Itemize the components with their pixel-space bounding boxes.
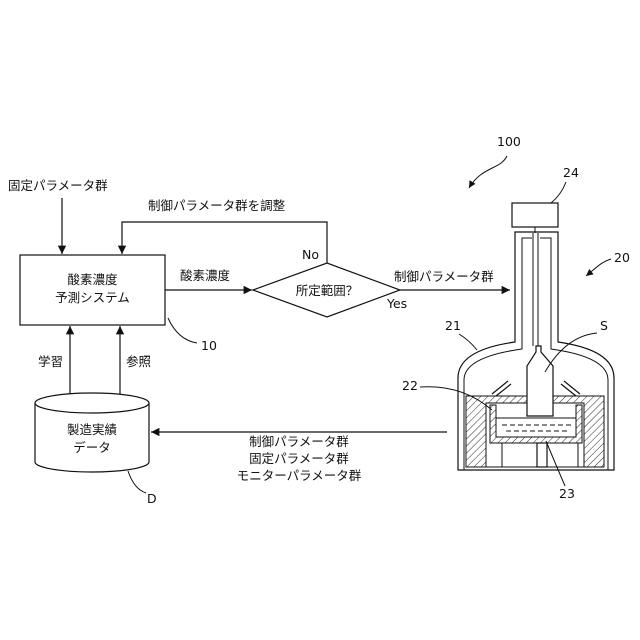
learn-label: 学習	[38, 354, 63, 369]
ref-24-leader	[551, 182, 566, 203]
no-label: No	[302, 247, 319, 262]
top-cap-box	[512, 203, 558, 227]
control-output-label: 制御パラメータ群	[394, 269, 494, 284]
ref-23-leader	[546, 441, 565, 486]
database-line2: データ	[73, 440, 111, 455]
ref-21-leader	[459, 334, 477, 350]
ref-21-label: 21	[445, 318, 461, 333]
ref-10-label: 10	[201, 338, 217, 353]
yes-label: Yes	[386, 296, 407, 311]
heat-shield-right-inner	[561, 384, 576, 396]
heat-shield-left-inner	[496, 384, 511, 396]
feedback-label-1: 制御パラメータ群	[249, 434, 349, 449]
ref-24-label: 24	[563, 165, 579, 180]
database-line1: 製造実績	[67, 422, 117, 437]
feedback-label-3: モニターパラメータ群	[237, 468, 362, 483]
adjust-label: 制御パラメータ群を調整	[148, 198, 286, 213]
prediction-system-line2: 予測システム	[55, 290, 130, 305]
ref-10-leader	[168, 318, 197, 343]
ref-100-arrow	[469, 156, 507, 188]
ref-100-label: 100	[497, 134, 521, 149]
fixed-params-input-label: 固定パラメータ群	[8, 178, 108, 193]
ref-23-label: 23	[559, 486, 575, 501]
prediction-system-line1: 酸素濃度	[67, 272, 118, 287]
decision-text: 所定範囲？	[296, 283, 359, 298]
reference-label: 参照	[126, 354, 151, 369]
support-shaft	[537, 443, 547, 467]
apparatus	[458, 203, 614, 470]
ref-20-arrow	[586, 259, 611, 276]
ref-d-leader	[128, 471, 146, 493]
crystal-ingot	[527, 346, 553, 416]
oxygen-concentration-label: 酸素濃度	[180, 268, 231, 283]
feedback-label-2: 固定パラメータ群	[249, 451, 349, 466]
ref-s-label: S	[600, 318, 608, 333]
ref-22-label: 22	[402, 378, 418, 393]
ref-20-label: 20	[614, 250, 630, 265]
database-cylinder-top	[35, 393, 149, 413]
ref-d-label: D	[147, 491, 157, 506]
